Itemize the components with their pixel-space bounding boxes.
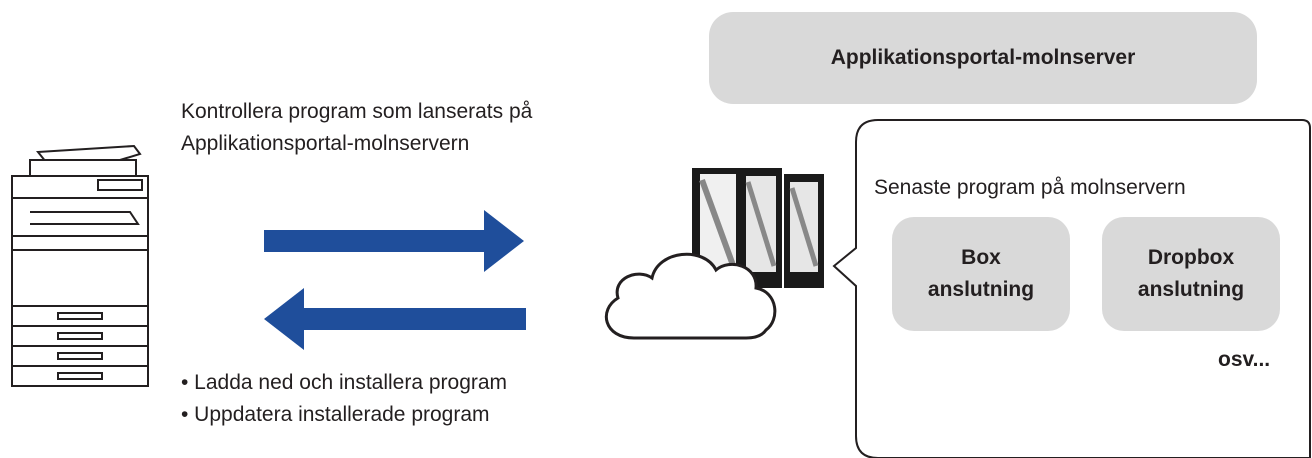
printer-icon: [11, 144, 149, 387]
action-list: • Ladda ned och installera program • Upp…: [181, 367, 507, 431]
send-arrow-right: [264, 210, 524, 272]
app-card-box-line-2: anslutning: [927, 278, 1035, 301]
check-programs-line-2: Applikationsportal-molnservern: [181, 132, 470, 155]
cloud-icon: [604, 252, 777, 340]
action-item-download: • Ladda ned och installera program: [181, 371, 508, 394]
app-card-box: Box anslutning: [892, 217, 1070, 331]
latest-programs-title: Senaste program på molnservern: [874, 176, 1186, 199]
receive-arrow-left: [264, 288, 526, 350]
app-card-dropbox-line-2: anslutning: [1137, 278, 1245, 301]
cloud-server-label: Applikationsportal-molnserver: [709, 12, 1257, 104]
app-card-dropbox-line-1: Dropbox: [1147, 246, 1235, 269]
cloud-server-label-text: Applikationsportal-molnserver: [830, 46, 1136, 69]
check-programs-line-1: Kontrollera program som lanserats på: [181, 100, 533, 123]
speech-bubble: [832, 119, 1311, 458]
app-card-box-line-1: Box: [961, 246, 1001, 269]
app-card-dropbox: Dropbox anslutning: [1102, 217, 1280, 331]
etc-label: osv...: [1218, 348, 1271, 371]
check-programs-text: Kontrollera program som lanserats på App…: [181, 96, 532, 160]
action-item-update: • Uppdatera installerade program: [181, 403, 490, 426]
